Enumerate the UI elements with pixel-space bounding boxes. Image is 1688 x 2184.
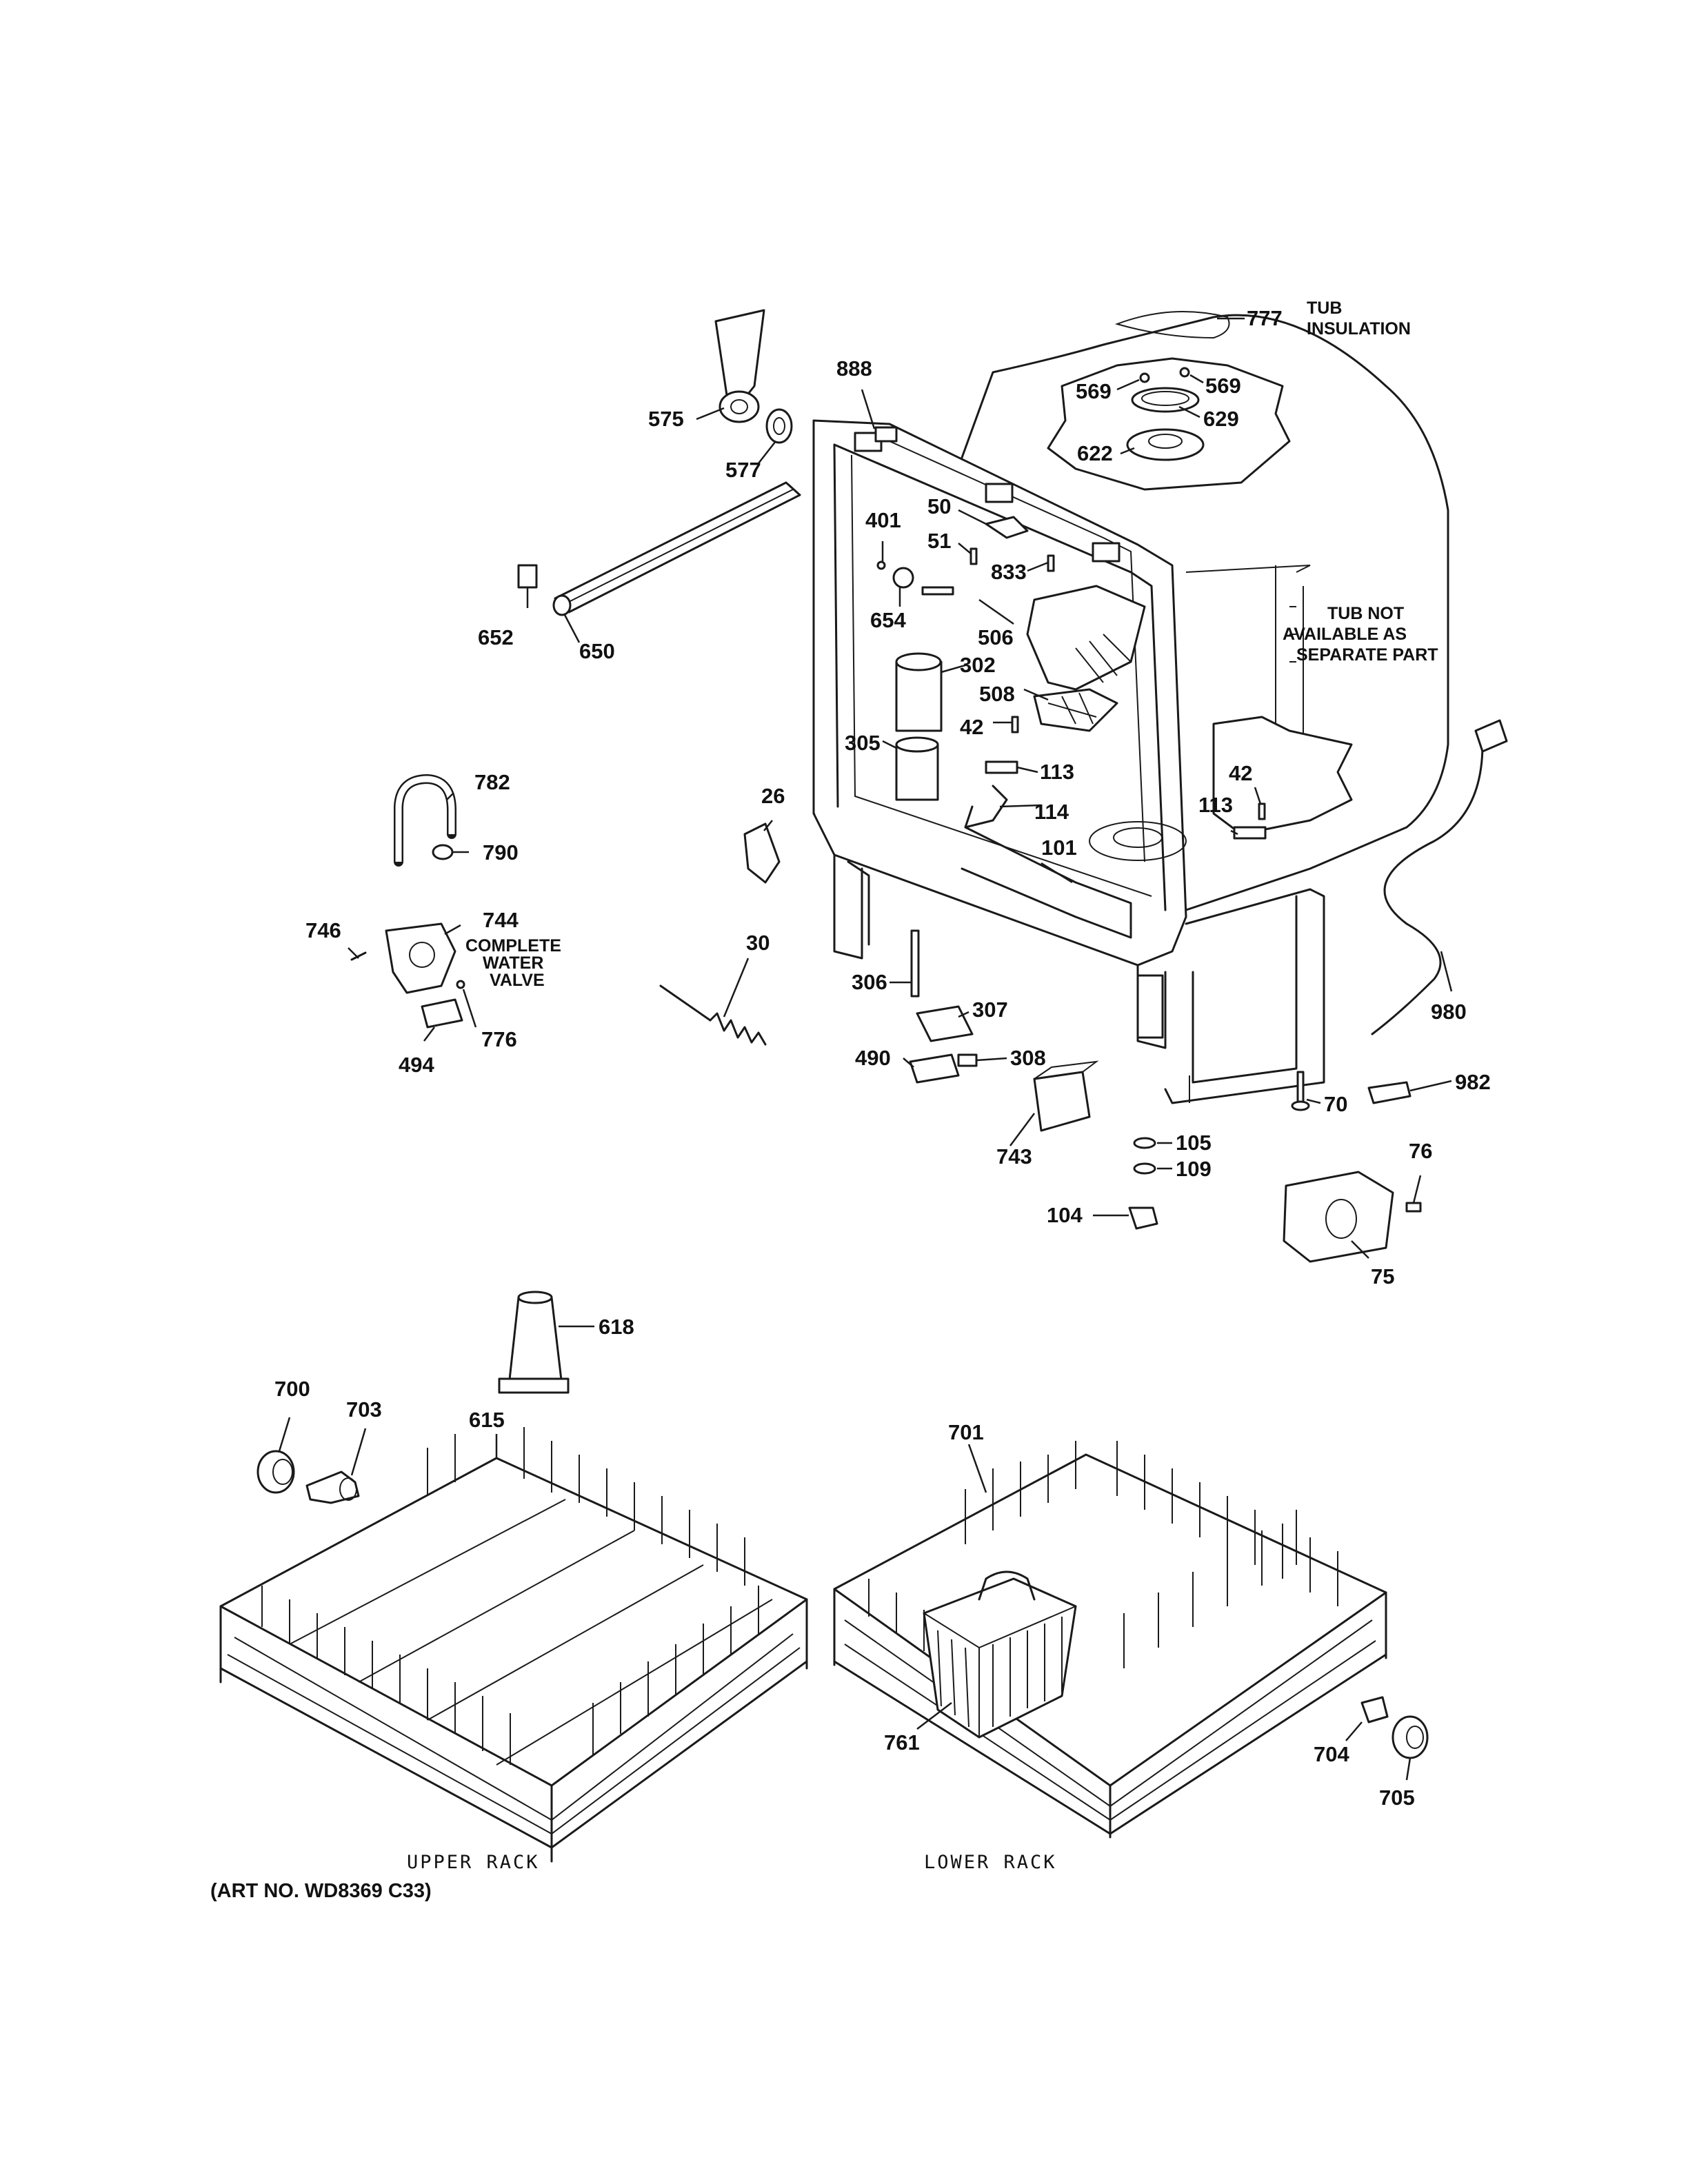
part-569-right: 569	[1205, 374, 1241, 398]
part-305: 305	[845, 731, 881, 755]
note-complete-water-valve-1: COMPLETE	[465, 936, 561, 956]
part-26: 26	[761, 784, 785, 808]
part-833: 833	[991, 560, 1027, 584]
part-30: 30	[746, 931, 770, 955]
part-982: 982	[1455, 1070, 1491, 1094]
note-tub-not-available-2: AVAILABLE AS	[1283, 625, 1407, 644]
part-650: 650	[579, 639, 615, 663]
part-490: 490	[855, 1046, 891, 1070]
part-577: 577	[725, 458, 761, 482]
note-complete-water-valve-2: WATER	[483, 953, 543, 973]
part-790: 790	[483, 840, 519, 865]
caption-upper-rack: UPPER RACK	[407, 1852, 540, 1873]
part-50: 50	[927, 494, 951, 518]
caption-art-number: (ART NO. WD8369 C33)	[210, 1880, 432, 1902]
part-105: 105	[1176, 1131, 1212, 1155]
part-308: 308	[1010, 1046, 1046, 1070]
part-51: 51	[927, 529, 951, 553]
note-tub-not-available-1: TUB NOT	[1327, 604, 1404, 623]
part-506: 506	[978, 625, 1014, 649]
left-parts-drawing	[350, 309, 801, 1046]
part-42-right: 42	[1229, 761, 1252, 785]
part-569-left: 569	[1076, 379, 1112, 403]
part-306: 306	[852, 970, 887, 994]
part-782: 782	[474, 770, 510, 794]
part-743: 743	[996, 1144, 1032, 1169]
part-114: 114	[1034, 800, 1069, 824]
lower-rack-drawing	[833, 1441, 1429, 1839]
part-704: 704	[1314, 1742, 1349, 1766]
part-761: 761	[884, 1730, 920, 1755]
note-tub-not-available-3: SEPARATE PART	[1296, 645, 1438, 665]
part-888: 888	[836, 356, 872, 381]
part-622: 622	[1077, 441, 1113, 465]
part-401: 401	[865, 508, 901, 532]
upper-rack-drawing	[219, 1427, 808, 1863]
part-652: 652	[478, 625, 514, 649]
captions: UPPER RACK LOWER RACK (ART NO. WD8369 C3…	[210, 1852, 1057, 1902]
part-575: 575	[648, 407, 684, 431]
part-302: 302	[960, 653, 996, 677]
part-76: 76	[1409, 1139, 1432, 1163]
part-42-left: 42	[960, 715, 983, 739]
part-615: 615	[469, 1408, 505, 1432]
note-complete-water-valve-3: VALVE	[490, 971, 545, 990]
part-776: 776	[481, 1027, 517, 1051]
part-777: 777	[1247, 306, 1283, 330]
part-746: 746	[305, 918, 341, 942]
part-508: 508	[979, 682, 1015, 706]
part-744: 744	[483, 908, 519, 932]
part-654: 654	[870, 608, 906, 632]
part-705: 705	[1379, 1786, 1415, 1810]
part-113-left: 113	[1040, 760, 1074, 784]
part-494: 494	[399, 1053, 434, 1077]
part-700: 700	[274, 1377, 310, 1401]
part-703: 703	[346, 1397, 382, 1422]
notes: TUB INSULATION TUB NOT AVAILABLE AS SEPA…	[465, 299, 1438, 990]
part-101: 101	[1041, 836, 1077, 860]
note-tub-insulation-1: TUB	[1307, 299, 1342, 318]
leader-lines	[278, 317, 1453, 1781]
part-109: 109	[1176, 1157, 1212, 1181]
lower-mid-parts-drawing	[498, 719, 1508, 1394]
part-307: 307	[972, 998, 1008, 1022]
part-75: 75	[1371, 1264, 1394, 1288]
tub-drawing	[812, 311, 1449, 1104]
part-104: 104	[1047, 1203, 1083, 1227]
caption-lower-rack: LOWER RACK	[924, 1852, 1057, 1873]
part-70: 70	[1324, 1092, 1347, 1116]
part-618: 618	[599, 1315, 634, 1339]
part-701: 701	[948, 1420, 984, 1444]
part-629: 629	[1203, 407, 1239, 431]
part-labels: 777 888 575 577 569 569 629 622 50 401 5…	[274, 306, 1491, 1810]
part-113-right: 113	[1198, 793, 1233, 817]
note-tub-insulation-2: INSULATION	[1307, 319, 1411, 338]
part-980: 980	[1431, 1000, 1467, 1024]
